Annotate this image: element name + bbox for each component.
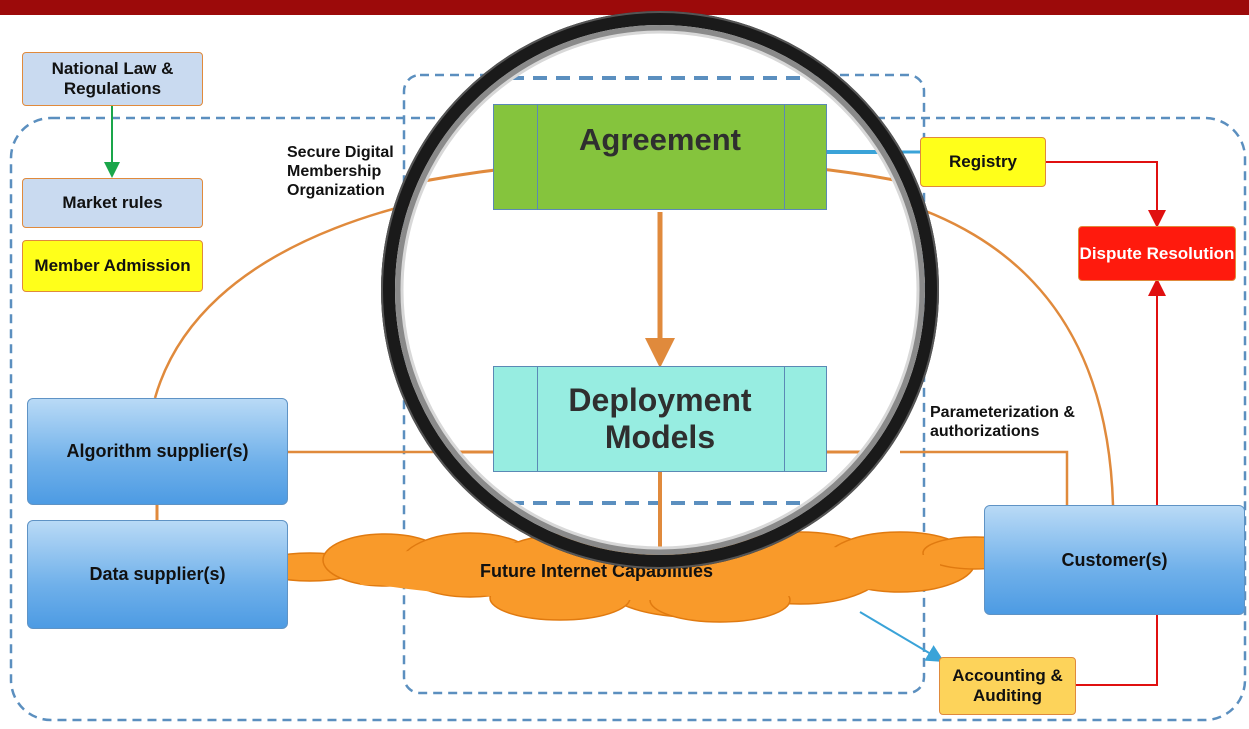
agreement-label: Agreement [579,122,741,158]
data-supplier-box: Data supplier(s) [27,520,288,629]
customer-label: Customer(s) [1061,549,1168,570]
parameterization-label: Parameterization & authorizations [930,404,1075,441]
algorithm-supplier-label: Algorithm supplier(s) [66,441,249,462]
member-admission-label: Member Admission [34,256,191,276]
national-law-label: National Law & Regulations [51,59,174,98]
deployment-models-label: Deployment Models [568,382,752,455]
market-rules-box: Market rules [22,178,203,228]
accounting-box: Accounting & Auditing [939,657,1076,715]
secure-digital-label: Secure Digital Membership Organization [287,144,394,200]
registry-label: Registry [948,152,1018,172]
data-supplier-label: Data supplier(s) [89,564,226,585]
dispute-resolution-box: Dispute Resolution [1078,226,1236,281]
customer-to-accounting-line [1076,615,1158,686]
customer-box: Customer(s) [984,505,1245,615]
dispute-resolution-label: Dispute Resolution [1079,243,1235,263]
deployment-models-box: Deployment Models [493,366,827,472]
national-law-box: National Law & Regulations [22,52,203,106]
market-rules-label: Market rules [62,193,163,213]
deploy-to-customer-line [900,450,1069,505]
registry-box: Registry [920,137,1046,187]
cloud-to-accounting-arrow [859,611,945,663]
algorithm-supplier-box: Algorithm supplier(s) [27,398,288,505]
member-admission-box: Member Admission [22,240,203,292]
accounting-label: Accounting & Auditing [952,666,1063,705]
agreement-box: Agreement [493,104,827,210]
registry-to-dispute-arrow [1045,161,1166,228]
